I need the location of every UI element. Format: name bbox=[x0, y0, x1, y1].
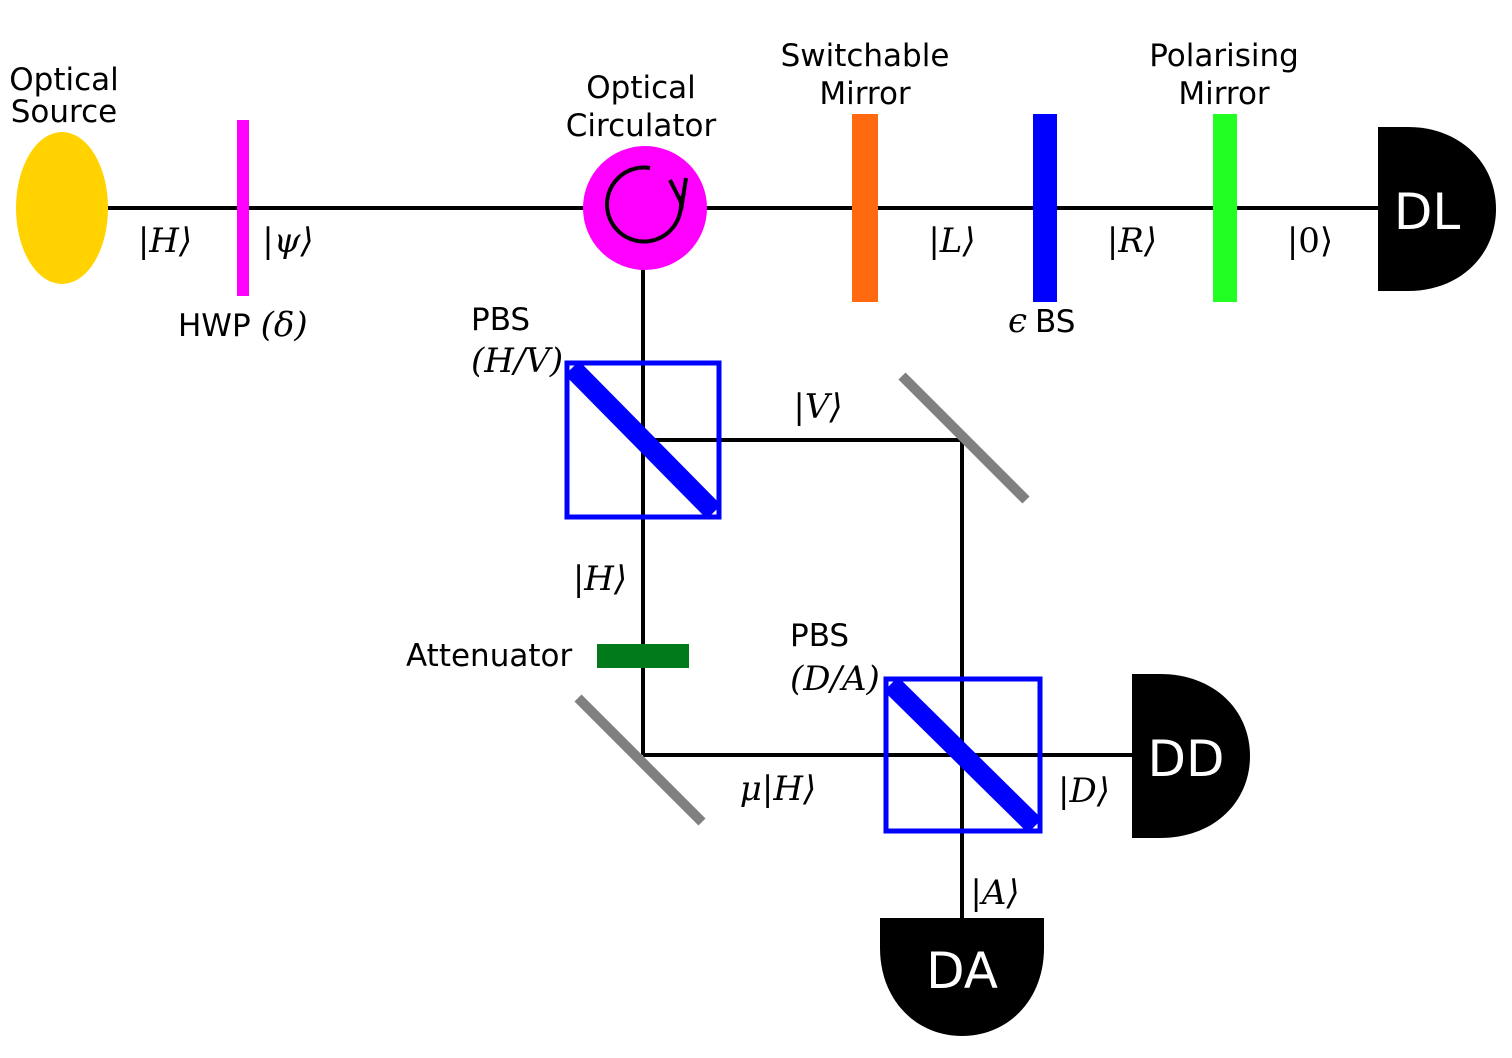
epsilon-beam-splitter bbox=[1033, 114, 1057, 302]
detector-dl-label: DL bbox=[1394, 183, 1461, 241]
state-l: |L⟩ bbox=[928, 221, 975, 261]
attenuator bbox=[597, 644, 689, 668]
ebs-text: BS bbox=[1035, 304, 1075, 340]
state-zero: |0⟩ bbox=[1287, 221, 1333, 261]
state-d: |D⟩ bbox=[1058, 771, 1110, 811]
pbs-da-diagonal bbox=[883, 676, 1043, 834]
circulator-arrow-icon bbox=[604, 165, 683, 244]
detector-dd-label: DD bbox=[1147, 730, 1224, 788]
state-mu-h: μ|H⟩ bbox=[740, 769, 816, 809]
pbs-da-cube bbox=[883, 676, 1043, 834]
pbs-hv-basis: (H/V) bbox=[471, 341, 563, 381]
detector-dl bbox=[1378, 127, 1496, 291]
hwp-label: HWP (δ) bbox=[178, 305, 308, 345]
circulator-arrowhead-icon bbox=[668, 177, 688, 211]
detector-dd bbox=[1132, 674, 1250, 838]
state-h-mid: |H⟩ bbox=[573, 559, 627, 599]
mirror-upper-right bbox=[898, 372, 1030, 504]
state-h-top: |H⟩ bbox=[138, 221, 192, 261]
switchable-label-line2: Mirror bbox=[819, 76, 911, 112]
beam-paths bbox=[100, 206, 1385, 920]
mirror-lower-left bbox=[574, 694, 706, 826]
optical-source bbox=[16, 132, 108, 284]
pbs-hv-label: PBS bbox=[471, 302, 530, 338]
polarising-mirror bbox=[1213, 114, 1237, 302]
source-label-line2: Source bbox=[11, 94, 117, 130]
switchable-mirror bbox=[852, 114, 878, 302]
pbs-hv-diagonal bbox=[564, 360, 722, 520]
state-v: |V⟩ bbox=[793, 387, 842, 427]
polarising-label-line1: Polarising bbox=[1149, 38, 1299, 74]
pbs-da-basis: (D/A) bbox=[790, 659, 880, 699]
attenuator-label: Attenuator bbox=[406, 638, 572, 674]
polarising-label-line2: Mirror bbox=[1178, 76, 1270, 112]
detector-da bbox=[880, 918, 1044, 1036]
hwp-text: HWP bbox=[178, 308, 251, 344]
optical-circulator bbox=[583, 146, 707, 270]
ebs-symbol: ϵ bbox=[1008, 301, 1027, 341]
state-a: |A⟩ bbox=[970, 873, 1019, 913]
pbs-hv-cube bbox=[564, 360, 722, 520]
circulator-label-line1: Optical bbox=[586, 70, 696, 106]
state-r: |R⟩ bbox=[1107, 221, 1157, 261]
pbs-da-label: PBS bbox=[790, 618, 849, 654]
switchable-label-line1: Switchable bbox=[781, 38, 950, 74]
half-wave-plate bbox=[237, 120, 249, 296]
detector-da-label: DA bbox=[926, 942, 998, 1000]
circulator-label-line2: Circulator bbox=[566, 108, 717, 144]
source-label-line1: Optical bbox=[9, 62, 119, 98]
hwp-param: (δ) bbox=[261, 305, 308, 345]
state-psi: |ψ⟩ bbox=[262, 221, 313, 261]
